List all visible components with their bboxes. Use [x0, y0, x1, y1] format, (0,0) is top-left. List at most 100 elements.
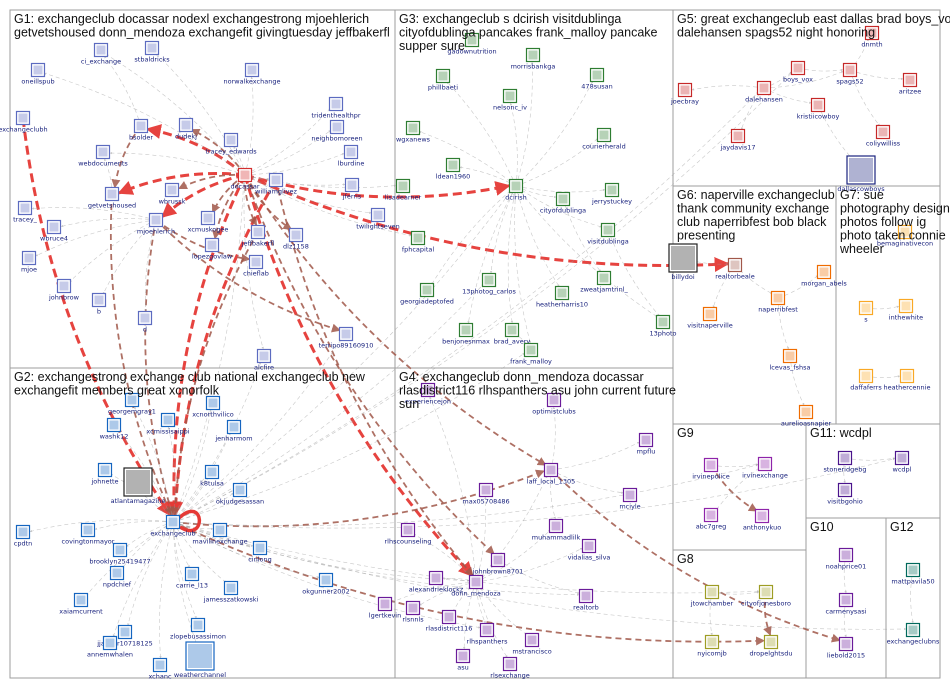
- node-carrie_l13[interactable]: carrie_l13: [176, 566, 208, 590]
- node-mjoehlerich[interactable]: mjoehlerich: [137, 212, 175, 236]
- node-xaiamcurrent[interactable]: xaiamcurrent: [59, 592, 103, 616]
- node-jenharmom[interactable]: jenharmom: [214, 419, 253, 443]
- node-irvinepolice[interactable]: irvinepolice: [692, 457, 730, 481]
- node-washk12[interactable]: washk12: [100, 417, 129, 441]
- node-irvinexchange[interactable]: irvinexchange: [742, 456, 788, 480]
- node-zlopebusassimon[interactable]: zlopebusassimon: [170, 617, 226, 641]
- node-13photog_carlos[interactable]: 13photog_carlos: [462, 272, 517, 296]
- node-cinlong[interactable]: cinlong: [248, 540, 272, 564]
- node-twilightseven[interactable]: twilightseven: [356, 207, 400, 231]
- node-xcmuskogee[interactable]: xcmuskogee: [188, 210, 229, 234]
- node-gadownutrition[interactable]: gadownutrition: [447, 32, 497, 56]
- node-okgunner2002[interactable]: okgunner2002: [302, 572, 350, 596]
- node-dudekj[interactable]: dudekj: [175, 117, 197, 141]
- node-g7a[interactable]: bemaginativecon: [877, 224, 933, 248]
- node-mciyle[interactable]: mciyle: [619, 487, 641, 511]
- node-norwalkexchange[interactable]: norwalkexchange: [224, 62, 281, 86]
- node-billydoi[interactable]: billydoi: [668, 243, 698, 281]
- node-docassar[interactable]: docassar: [230, 167, 260, 191]
- node-aritzee[interactable]: aritzee: [899, 72, 921, 96]
- node-atlantamagazine[interactable]: atlantamagazine: [111, 467, 166, 505]
- node-spags52[interactable]: spags52: [836, 62, 864, 86]
- node-cityofdublinga[interactable]: cityofdublinga: [540, 191, 586, 215]
- node-webdocuments[interactable]: webdocuments: [78, 144, 128, 168]
- node-jtowchamber[interactable]: jtowchamber: [690, 584, 734, 608]
- node-wbrussk[interactable]: wbrussk: [159, 182, 186, 206]
- node-noahprice01[interactable]: noahprice01: [826, 547, 867, 571]
- node-lisadearner[interactable]: lisadearner: [385, 178, 422, 202]
- node-rlhspanthers[interactable]: rlhspanthers: [467, 622, 509, 646]
- node-rlasdistrict116[interactable]: rlasdistrict116: [426, 609, 473, 633]
- node-dropelghtsdu[interactable]: dropelghtsdu: [750, 634, 793, 658]
- node-cityofjonesboro[interactable]: cityofjonesboro: [741, 584, 791, 608]
- node-lcevas_fshsa[interactable]: lcevas_fshsa: [769, 348, 811, 372]
- node-okjudgesassan[interactable]: okjudgesassan: [216, 482, 264, 506]
- node-fphcapital[interactable]: fphcapital: [402, 230, 435, 254]
- node-georgemgray1[interactable]: georgemgray1: [108, 392, 156, 416]
- node-neighbomoreen[interactable]: neighbomoreen: [311, 119, 363, 143]
- node-jerrystuckey[interactable]: jerrystuckey: [591, 182, 632, 206]
- node-dcirish[interactable]: dcirish: [505, 178, 527, 202]
- node-phillbaeti[interactable]: phillbaeti: [428, 68, 458, 92]
- node-exchangeclub[interactable]: exchangeclub: [150, 514, 196, 538]
- node-ci_exchange[interactable]: ci_exchange: [81, 42, 121, 66]
- node-nelsonc_iv[interactable]: nelsonc_iv: [493, 88, 527, 112]
- node-johnbrown8701[interactable]: johnbrown8701: [472, 552, 524, 576]
- node-exchangeclubns[interactable]: exchangeclubns: [887, 622, 940, 646]
- node-npdchief[interactable]: npdchief: [103, 565, 132, 589]
- node-aurelioasnapier[interactable]: aurelioasnapier: [781, 404, 832, 428]
- node-g7c[interactable]: inthewhite: [889, 298, 923, 322]
- node-anthonykuo[interactable]: anthonykuo: [743, 508, 781, 532]
- node-asu[interactable]: asu: [455, 648, 471, 672]
- node-kristiicowboy[interactable]: kristiicowboy: [797, 97, 840, 121]
- node-g7b[interactable]: s: [858, 300, 874, 324]
- node-heatherharris10[interactable]: heatherharris10: [536, 285, 588, 309]
- node-carmenysasi[interactable]: carmenysasi: [826, 592, 867, 616]
- node-dallascowboys[interactable]: dallascowboys: [837, 155, 885, 193]
- node-laff_local_1305[interactable]: laff_local_1305: [527, 462, 575, 486]
- node-xcsanc[interactable]: xchanc: [148, 657, 172, 681]
- node-williamglivez[interactable]: williamglivez: [255, 172, 298, 196]
- node-mpflu[interactable]: mpflu: [637, 432, 656, 456]
- node-mstrancisco[interactable]: mstrancisco: [512, 632, 552, 656]
- node-k8tulsa[interactable]: k8tulsa: [200, 464, 224, 488]
- node-lopezgovlaw[interactable]: lopezgovlaw: [192, 237, 233, 261]
- node-visitdublinga[interactable]: visitdublinga: [587, 222, 629, 246]
- node-rlhscounseling[interactable]: rlhscounseling: [384, 522, 432, 546]
- node-zweatjamtrinl[interactable]: zweatjamtrinl_: [580, 270, 629, 294]
- node-wbruce4[interactable]: wbruce4: [40, 219, 68, 243]
- node-dnmth[interactable]: dnmth: [861, 25, 883, 49]
- node-lgertkevin[interactable]: lgertkevin: [369, 596, 401, 620]
- node-xcmissisaippi[interactable]: xcmissisaippi: [146, 412, 190, 436]
- node-nyicomjb[interactable]: nyicomjb: [697, 634, 727, 658]
- node-abc7greg[interactable]: abc7greg: [696, 507, 727, 531]
- node-stbaldricks[interactable]: stbaldricks: [134, 40, 170, 64]
- node-tracey_edwards[interactable]: tracey_edwards: [205, 132, 257, 156]
- node-visitnaperville[interactable]: visitnaperville: [687, 306, 733, 330]
- node-realtorb[interactable]: realtorb: [573, 588, 599, 612]
- node-13photo[interactable]: 13photo: [649, 314, 677, 338]
- node-donn_mendoza[interactable]: donn_mendoza: [451, 574, 501, 598]
- node-tracey[interactable]: tracey_: [13, 200, 38, 224]
- node-benjonesnmax[interactable]: benjonesnmax: [442, 322, 490, 346]
- node-jamesszatkowski[interactable]: jamesszatkowski: [203, 580, 259, 604]
- node-visitbgohio[interactable]: visitbgohio: [827, 482, 863, 506]
- node-annemwhalen[interactable]: annemwhalen: [87, 635, 133, 659]
- node-johnbrow[interactable]: johnbrow: [48, 278, 80, 302]
- node-weatherchannel[interactable]: weatherchannel: [174, 641, 226, 679]
- node-xcnorthvilico[interactable]: xcnorthvilico: [192, 395, 234, 419]
- node-bsolder[interactable]: bsolder: [129, 118, 153, 142]
- node-oneillspub[interactable]: oneillspub: [21, 62, 55, 86]
- node-terripo[interactable]: terripo89160910: [319, 326, 374, 350]
- node-mjoe[interactable]: mjoe: [21, 250, 37, 274]
- node-getvetshoused[interactable]: getvetshoused: [88, 186, 136, 210]
- node-g7e[interactable]: heathercennie: [884, 368, 931, 392]
- node-alcfire[interactable]: alcfire: [254, 348, 274, 372]
- node-courierherald[interactable]: courierherald: [582, 127, 626, 151]
- node-478susan[interactable]: 478susan: [581, 67, 613, 91]
- node-brooklyn[interactable]: brooklyn25419477: [89, 542, 151, 566]
- node-brad_avery[interactable]: brad_avery: [494, 322, 531, 346]
- node-joecbray[interactable]: joecbray: [670, 82, 699, 106]
- node-morrisbankga[interactable]: morrisbankga: [511, 47, 556, 71]
- node-georgiadeptofed[interactable]: georgiadeptofed: [400, 282, 454, 306]
